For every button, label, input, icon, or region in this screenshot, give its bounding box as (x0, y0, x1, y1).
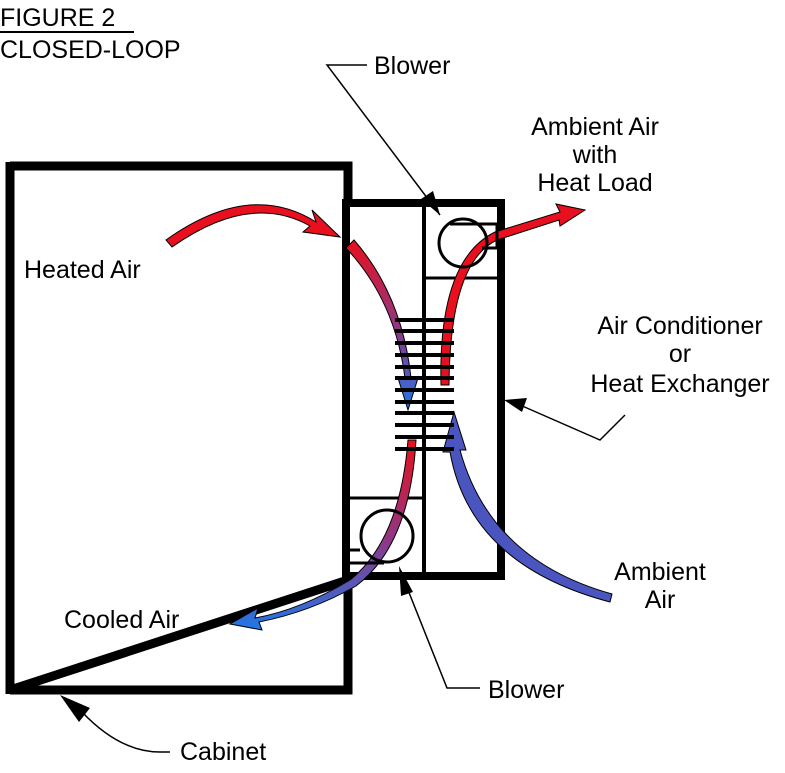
svg-text:Heat Load: Heat Load (537, 169, 652, 197)
label-cooled-air: Cooled Air (64, 606, 179, 634)
leader-bottom-blower (399, 566, 480, 689)
ambient-air-inflow-arrow (442, 410, 613, 603)
heat-load-exhaust-arrow (440, 203, 587, 386)
svg-text:Ambient Air: Ambient Air (531, 113, 659, 141)
cooled-air-arrow (228, 439, 417, 631)
svg-text:with: with (572, 141, 617, 169)
leader-top-blower (325, 64, 441, 216)
bottom-blower (346, 508, 415, 565)
heated-air-arrow (165, 204, 342, 248)
leader-cabinet (60, 695, 170, 753)
label-ambient-air: Ambient Air (614, 558, 706, 614)
label-ambient-heat-load: Ambient Air with Heat Load (531, 113, 659, 197)
figure-subtitle: CLOSED-LOOP (0, 36, 181, 64)
label-cabinet: Cabinet (180, 738, 266, 766)
label-blower-bottom: Blower (488, 676, 564, 704)
leader-ac-unit (504, 398, 626, 441)
svg-text:or: or (669, 340, 691, 368)
figure-number: FIGURE 2 (0, 4, 115, 32)
label-blower-top: Blower (374, 52, 450, 80)
cabinet-outline (8, 161, 353, 695)
svg-text:Air: Air (645, 586, 676, 614)
svg-text:Heat Exchanger: Heat Exchanger (590, 370, 769, 398)
svg-text:Air Conditioner: Air Conditioner (597, 312, 762, 340)
label-ac-or-hx: Air Conditioner or Heat Exchanger (590, 312, 769, 398)
top-blower (437, 217, 499, 269)
inner-downflow-arrow (345, 239, 419, 412)
svg-text:Ambient: Ambient (614, 558, 706, 586)
heat-exchanger-coil (395, 318, 454, 451)
label-heated-air: Heated Air (24, 256, 141, 284)
